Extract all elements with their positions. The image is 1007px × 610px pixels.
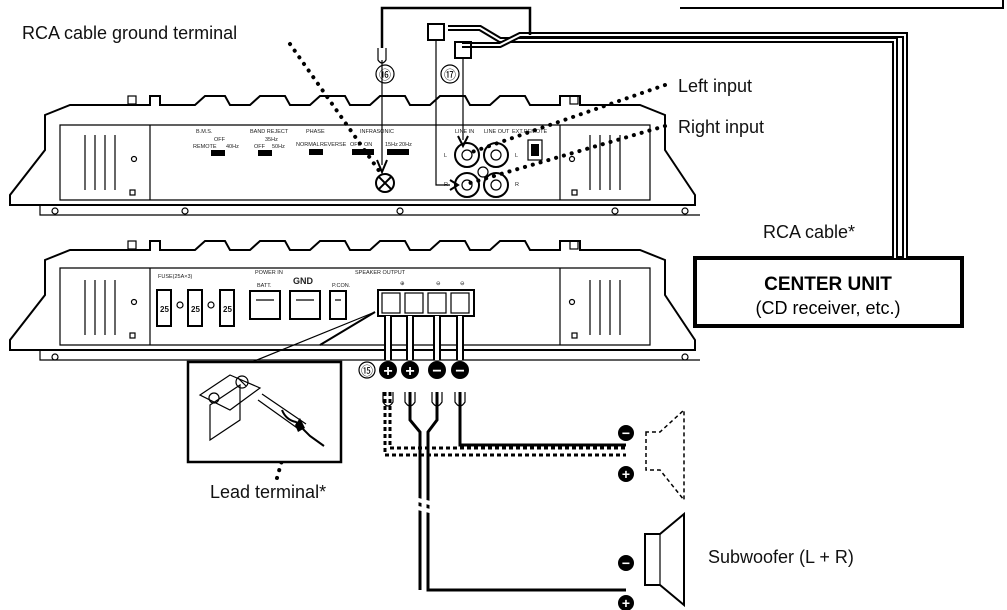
- speaker-output-terminals: SPEAKER OUTPUT ⊕ ⊖ ⊖: [355, 270, 475, 317]
- speaker-wires: [383, 316, 626, 592]
- step-15: ⑮: [361, 364, 373, 378]
- rca-plug-left: [427, 23, 445, 41]
- batt-label: BATT.: [257, 283, 272, 289]
- pcon-label: P.CON.: [332, 283, 351, 289]
- lead-terminal-label: Lead terminal*: [210, 482, 326, 502]
- phase-label: PHASE: [306, 129, 325, 135]
- top-panel-labels: B.M.S. OFF REMOTE 40Hz BAND REJECT 35Hz …: [193, 129, 547, 188]
- inf-off-label: OFF: [350, 142, 362, 148]
- step-15-circle: [358, 361, 376, 379]
- infrasonic-label: INFRASONIC: [360, 129, 394, 135]
- gnd-label: GND: [293, 276, 314, 286]
- bms-40hz-label: 40Hz: [226, 144, 239, 150]
- center-unit-title: CENTER UNIT: [764, 274, 892, 295]
- plus-icon: [618, 595, 634, 610]
- partial-frame: [680, 0, 1004, 9]
- step-17: ⑰: [444, 68, 456, 82]
- subwoofer: − + Subwoofer (L + R): [618, 511, 854, 610]
- minus-icon: [451, 361, 469, 379]
- phase-switch: [309, 149, 323, 155]
- inf-15-label: 15Hz: [385, 142, 398, 148]
- left-input-label: Left input: [678, 76, 752, 96]
- line-in-label: LINE IN: [455, 129, 474, 135]
- so-minus-1: ⊖: [436, 281, 441, 287]
- fuse-2-value: 25: [191, 305, 200, 314]
- pcon-terminal: [329, 290, 347, 320]
- amplifier-top: [9, 95, 700, 216]
- lead-terminal-inset: [186, 311, 376, 464]
- plus-icon: [379, 361, 397, 379]
- power-terminals: POWER IN GND BATT. P.CON.: [249, 270, 351, 320]
- ext-remote-label: EXT.REMOTE: [512, 129, 547, 135]
- minus-icon: [428, 361, 446, 379]
- step-16-circle: [375, 64, 395, 84]
- line-out-label: LINE OUT: [484, 129, 510, 135]
- svg-text:+: +: [405, 363, 414, 380]
- br-35-label: 35Hz: [265, 137, 278, 143]
- r-mark-out: R: [515, 182, 519, 188]
- minus-icon: [618, 555, 634, 571]
- infrasonic-freq-switch: [387, 149, 409, 155]
- speaker-upper: − +: [618, 408, 685, 503]
- bms-label: B.M.S.: [196, 129, 213, 135]
- fuse-3-value: 25: [223, 305, 232, 314]
- infrasonic-switch: [352, 149, 374, 155]
- l-mark-out: L: [515, 153, 518, 159]
- ground-fork: ⑯ ⑰: [375, 48, 460, 175]
- callouts: RCA cable ground terminal Left input Rig…: [22, 23, 764, 502]
- inf-on-label: ON: [364, 142, 372, 148]
- step-16: ⑯: [379, 68, 391, 82]
- svg-text:+: +: [622, 466, 630, 482]
- fuse-1-value: 25: [160, 305, 169, 314]
- ground-screw: [375, 173, 395, 193]
- plus-icon: [618, 466, 634, 482]
- so-plus-1: ⊕: [400, 281, 405, 287]
- power-in-label: POWER IN: [255, 270, 283, 276]
- bms-remote-label: REMOTE: [193, 144, 217, 150]
- so-minus-2: ⊖: [460, 281, 465, 287]
- phase-reverse-label: REVERSE: [320, 142, 347, 148]
- br-50-label: 50Hz: [272, 144, 285, 150]
- right-input-label: Right input: [678, 117, 764, 137]
- fuse-3: [219, 289, 235, 327]
- phase-normal-label: NORMAL: [296, 142, 320, 148]
- center-unit-subtitle: (CD receiver, etc.): [755, 298, 900, 318]
- step-17-circle: [440, 64, 460, 84]
- center-unit-box: [693, 256, 964, 328]
- fuse-2: [187, 289, 203, 327]
- minus-icon: [618, 425, 634, 441]
- svg-text:−: −: [432, 363, 441, 380]
- svg-text:+: +: [622, 595, 630, 610]
- inf-20-label: 20Hz: [399, 142, 412, 148]
- l-mark: L: [444, 153, 447, 159]
- fuse-1: [156, 289, 172, 327]
- rca-cable: RCA cable*: [380, 6, 908, 258]
- ground-terminal-label: RCA cable ground terminal: [22, 23, 237, 43]
- band-reject-switch: [258, 150, 272, 156]
- amplifier-bottom: [9, 240, 700, 361]
- svg-text:−: −: [455, 363, 464, 380]
- svg-text:−: −: [622, 425, 630, 441]
- fuse-block: FUSE(25A×3) 25 25 25: [156, 274, 235, 327]
- batt-terminal: [249, 290, 281, 320]
- fuse-label: FUSE(25A×3): [158, 274, 193, 280]
- plus-icon: [401, 361, 419, 379]
- svg-text:+: +: [383, 363, 392, 380]
- band-reject-label: BAND REJECT: [250, 129, 289, 135]
- br-off-label: OFF: [254, 144, 266, 150]
- speaker-output-label: SPEAKER OUTPUT: [355, 270, 406, 276]
- rca-jacks: [454, 139, 543, 198]
- rca-cable-label: RCA cable*: [763, 222, 855, 242]
- polarity-row: + + − − ⑮: [358, 361, 469, 407]
- ext-remote-jack: [527, 139, 543, 161]
- bms-switch: [211, 150, 225, 156]
- gnd-terminal: [289, 290, 321, 320]
- svg-text:−: −: [622, 555, 630, 571]
- bms-off-label: OFF: [214, 137, 226, 143]
- center-unit: CENTER UNIT (CD receiver, etc.): [693, 256, 964, 328]
- subwoofer-label: Subwoofer (L + R): [708, 547, 854, 567]
